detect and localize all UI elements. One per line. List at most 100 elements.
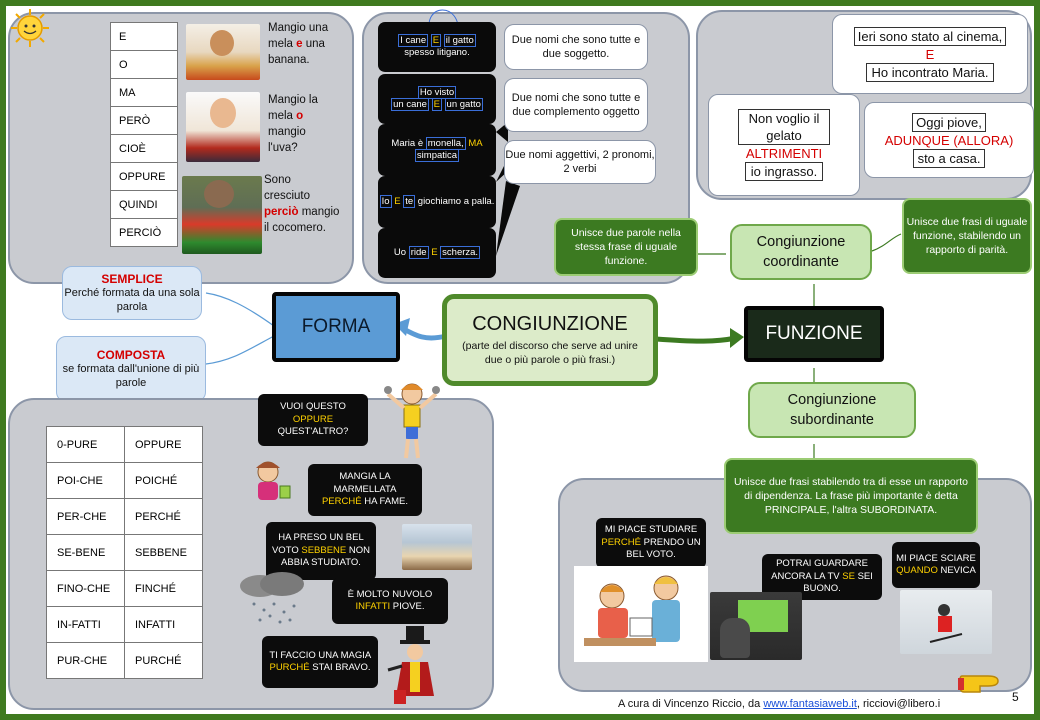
conjunction-highlight: E: [430, 34, 442, 47]
page-title: CONGIUNZIONE: [472, 313, 628, 335]
sun-icon: [10, 8, 50, 48]
composta-title: COMPOSTA: [96, 348, 166, 362]
bubble-text: QUEST'ALTRO?: [277, 426, 349, 438]
highlighted-word: Ho visto: [417, 86, 457, 99]
semplice-box: SEMPLICE Perché formata da una sola paro…: [62, 266, 202, 320]
students-illustration: [574, 566, 708, 662]
bubble-text: MANGIA LA MARMELLATA: [333, 471, 397, 495]
example-text: mangio l'uva?: [268, 126, 306, 154]
table-cell: INFATTI: [124, 606, 203, 643]
bubble-text: NEVICA: [940, 565, 976, 576]
bubble-text: MI PIACE SCIARE: [896, 552, 976, 564]
highlighted-word: simpatica: [414, 149, 460, 162]
example-card: I cane E il gatto spesso litigano.: [378, 22, 496, 72]
list-item: PERCIÒ: [110, 218, 178, 247]
highlighted-word: scherza.: [440, 246, 481, 259]
rain-cloud-icon: [234, 570, 310, 630]
bubble-text: MI PIACE STUDIARE: [604, 524, 698, 536]
subordinante-definition: Unisce due frasi stabilendo tra di esse …: [724, 458, 978, 534]
bubble-text: STAI BRAVO.: [312, 662, 371, 673]
table-cell: FINO-CHE: [46, 570, 125, 607]
example-text: Uo: [393, 247, 407, 258]
example-sentence-2: Mangio la mela o mangio l'uva?: [268, 92, 338, 156]
website-link[interactable]: www.fantasiaweb.it: [763, 698, 857, 710]
conjunction-highlight: o: [296, 110, 304, 122]
composta-box: COMPOSTA se formata dall'unione di più p…: [56, 336, 206, 402]
highlighted-word: Io: [379, 195, 392, 208]
sentence-example-3: Oggi piove, ADUNQUE (ALLORA) sto a casa.: [864, 102, 1034, 178]
speech-bubble: TI FACCIO UNA MAGIA PURCHÉ STAI BRAVO.: [262, 636, 378, 688]
conjunction-highlight: SE: [842, 570, 855, 582]
bubble-text: NON ABBIA STUDIATO.: [281, 544, 371, 569]
child-fruit-photo: [186, 24, 260, 80]
coordinante-node: Congiunzione coordinante: [730, 224, 872, 280]
table-cell: PER-CHE: [46, 498, 125, 535]
child-apple-photo: [186, 92, 260, 162]
conjunction-highlight: E: [431, 98, 442, 111]
conjunction-highlight: SEBBENE: [301, 544, 347, 556]
clause: Ho incontrato Maria.: [866, 62, 994, 82]
bubble-text: È MOLTO NUVOLO: [347, 588, 433, 600]
list-item: MA: [110, 78, 178, 107]
highlighted-word: te: [403, 195, 416, 208]
semplice-text: Perché formata da una sola parola: [64, 287, 200, 313]
bubble-text: POTRAI GUARDARE ANCORA LA TV: [771, 558, 868, 582]
bubble-text: PRENDO UN BEL VOTO.: [626, 536, 701, 561]
sentence-example-1: Ieri sono stato al cinema, E Ho incontra…: [832, 14, 1028, 94]
semplice-title: SEMPLICE: [101, 272, 163, 286]
conjunction-highlight: E: [394, 196, 401, 207]
conjunction-highlight: ADUNQUE (ALLORA): [884, 132, 1014, 148]
page-number: 5: [1012, 690, 1019, 704]
conjunction-highlight: OPPURE: [292, 413, 334, 425]
conjunction-highlight: perciò: [264, 206, 299, 218]
example-card: Uo ride E scherza.: [378, 228, 496, 278]
clause: Oggi piove,: [912, 112, 986, 132]
panel-simple-examples: [8, 12, 354, 284]
skier-photo: [900, 590, 992, 654]
child-tv-photo: [710, 592, 802, 660]
speech-bubble: HA PRESO UN BEL VOTO SEBBENE NON ABBIA S…: [266, 522, 376, 580]
highlighted-word: I cane: [398, 34, 429, 47]
clause: io ingrasso.: [744, 162, 824, 181]
example-text: una banana.: [268, 38, 325, 66]
sentence-example-2: Non voglio il gelato ALTRIMENTI io ingra…: [708, 94, 860, 196]
highlighted-word: un cane: [391, 98, 429, 111]
funzione-node: FUNZIONE: [744, 306, 884, 362]
coord-words-box: Unisce due parole nella stessa frase di …: [554, 218, 698, 276]
example-text: mangio il cocomero.: [264, 206, 340, 234]
girl-eating-icon: [246, 458, 298, 506]
example-sentence-3: Sono cresciuto perciò mangio il cocomero…: [264, 172, 340, 236]
list-item: E: [110, 22, 178, 51]
composta-text: se formata dall'unione di più parole: [62, 363, 200, 389]
magician-icon: [384, 626, 448, 706]
bubble-text: HA PRESO UN BEL VOTO: [271, 532, 364, 556]
footer-credit: A cura di Vincenzo Riccio, da www.fantas…: [618, 698, 940, 710]
table-cell: PUR-CHE: [46, 642, 125, 679]
congiunzione-node: CONGIUNZIONE (parte del discorso che ser…: [442, 294, 658, 386]
list-item: QUINDI: [110, 190, 178, 219]
table-cell: POICHÉ: [124, 462, 203, 499]
forma-node: FORMA: [272, 292, 400, 362]
example-text: Maria è: [391, 138, 424, 149]
example-text: giochiamo a palla.: [417, 196, 495, 207]
table-cell: 0-PURE: [46, 426, 125, 463]
table-cell: POI-CHE: [46, 462, 125, 499]
highlighted-word: ride: [408, 246, 429, 259]
example-text: Mangio la mela: [268, 94, 318, 122]
list-item: PERÒ: [110, 106, 178, 135]
credit-text: A cura di Vincenzo Riccio, da: [618, 698, 761, 710]
speech-bubble: POTRAI GUARDARE ANCORA LA TV SE SEI BUON…: [762, 554, 882, 600]
definition-text: (parte del discorso che serve ad unire d…: [462, 340, 638, 366]
highlighted-word: un gatto: [444, 98, 483, 111]
example-card: Maria è monella, MA simpatica: [378, 124, 496, 176]
table-cell: FINCHÉ: [124, 570, 203, 607]
